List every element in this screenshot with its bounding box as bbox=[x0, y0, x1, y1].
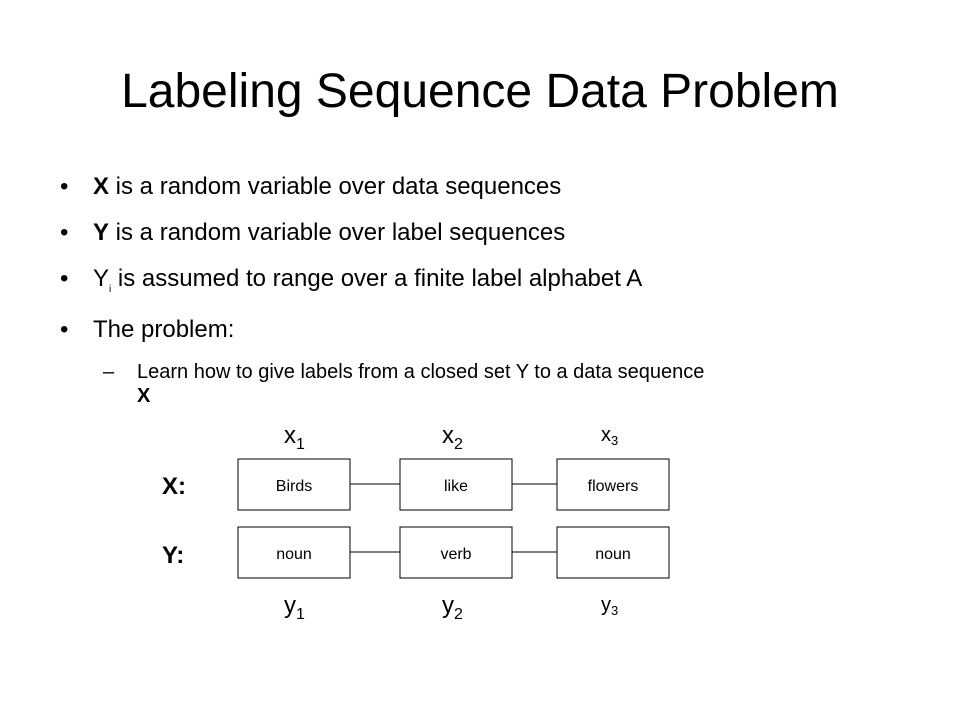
bullet-dot: • bbox=[60, 265, 69, 292]
var-x3: x3 bbox=[601, 424, 618, 448]
var-subscript: 1 bbox=[296, 436, 305, 453]
node-x2 bbox=[399, 458, 513, 511]
var-base: x bbox=[601, 424, 611, 446]
sub-bullet: – Learn how to give labels from a closed… bbox=[103, 360, 903, 408]
node-y2-label: verb bbox=[440, 546, 471, 563]
node-y3-label: noun bbox=[595, 546, 631, 563]
sub-bullet-dash: – bbox=[103, 361, 115, 383]
sub-bullet-body: Learn how to give labels from a closed s… bbox=[137, 360, 903, 408]
node-x1 bbox=[237, 458, 351, 511]
bullet-text: is a random variable over data sequences bbox=[109, 173, 562, 200]
var-x2: x2 bbox=[442, 422, 463, 453]
bullet-subscript: i bbox=[109, 284, 112, 295]
var-subscript: 3 bbox=[611, 433, 618, 448]
node-x1-label: Birds bbox=[276, 478, 312, 495]
node-x3 bbox=[556, 458, 670, 511]
var-y3: y3 bbox=[601, 594, 618, 618]
bullet-x-definition: • X is a random variable over data seque… bbox=[60, 172, 920, 202]
var-base: x bbox=[442, 422, 454, 449]
bullet-term: Y bbox=[93, 265, 110, 292]
node-x2-label: like bbox=[444, 478, 468, 495]
node-x3-label: flowers bbox=[588, 478, 639, 495]
node-y3 bbox=[556, 526, 670, 579]
bullet-dot: • bbox=[60, 219, 69, 246]
var-subscript: 1 bbox=[296, 606, 305, 623]
var-y2: y2 bbox=[442, 592, 463, 623]
bullet-text: The problem: bbox=[93, 316, 235, 343]
bullet-bold-term: Y bbox=[93, 219, 110, 246]
slide-title: Labeling Sequence Data Problem bbox=[121, 65, 839, 118]
row-label-x: X: bbox=[162, 473, 186, 500]
bullet-dot: • bbox=[60, 316, 69, 343]
bullet-text: is assumed to range over a finite label … bbox=[111, 265, 643, 292]
sub-bullet-text: Learn how to give labels from a closed s… bbox=[137, 361, 705, 383]
bullet-problem: • The problem: bbox=[60, 315, 920, 345]
node-y1 bbox=[237, 526, 351, 579]
var-subscript: 2 bbox=[454, 436, 463, 453]
var-x1: x1 bbox=[284, 422, 305, 453]
bullet-bold-term: X bbox=[93, 173, 110, 200]
var-base: y bbox=[442, 592, 454, 619]
bullet-list: • X is a random variable over data seque… bbox=[60, 172, 920, 361]
row-label-y: Y: bbox=[162, 542, 184, 569]
var-subscript: 3 bbox=[611, 603, 618, 618]
node-y1-label: noun bbox=[276, 546, 312, 563]
var-y1: y1 bbox=[284, 592, 305, 623]
var-base: y bbox=[284, 592, 296, 619]
sub-bullet-bold-term: X bbox=[137, 385, 151, 407]
var-base: y bbox=[601, 594, 611, 616]
node-y2 bbox=[399, 526, 513, 579]
var-subscript: 2 bbox=[454, 606, 463, 623]
var-base: x bbox=[284, 422, 296, 449]
bullet-dot: • bbox=[60, 173, 69, 200]
bullet-text: is a random variable over label sequence… bbox=[109, 219, 566, 246]
bullet-y-definition: • Y is a random variable over label sequ… bbox=[60, 218, 920, 248]
bullet-yi-range: • Yi is assumed to range over a finite l… bbox=[60, 264, 920, 299]
